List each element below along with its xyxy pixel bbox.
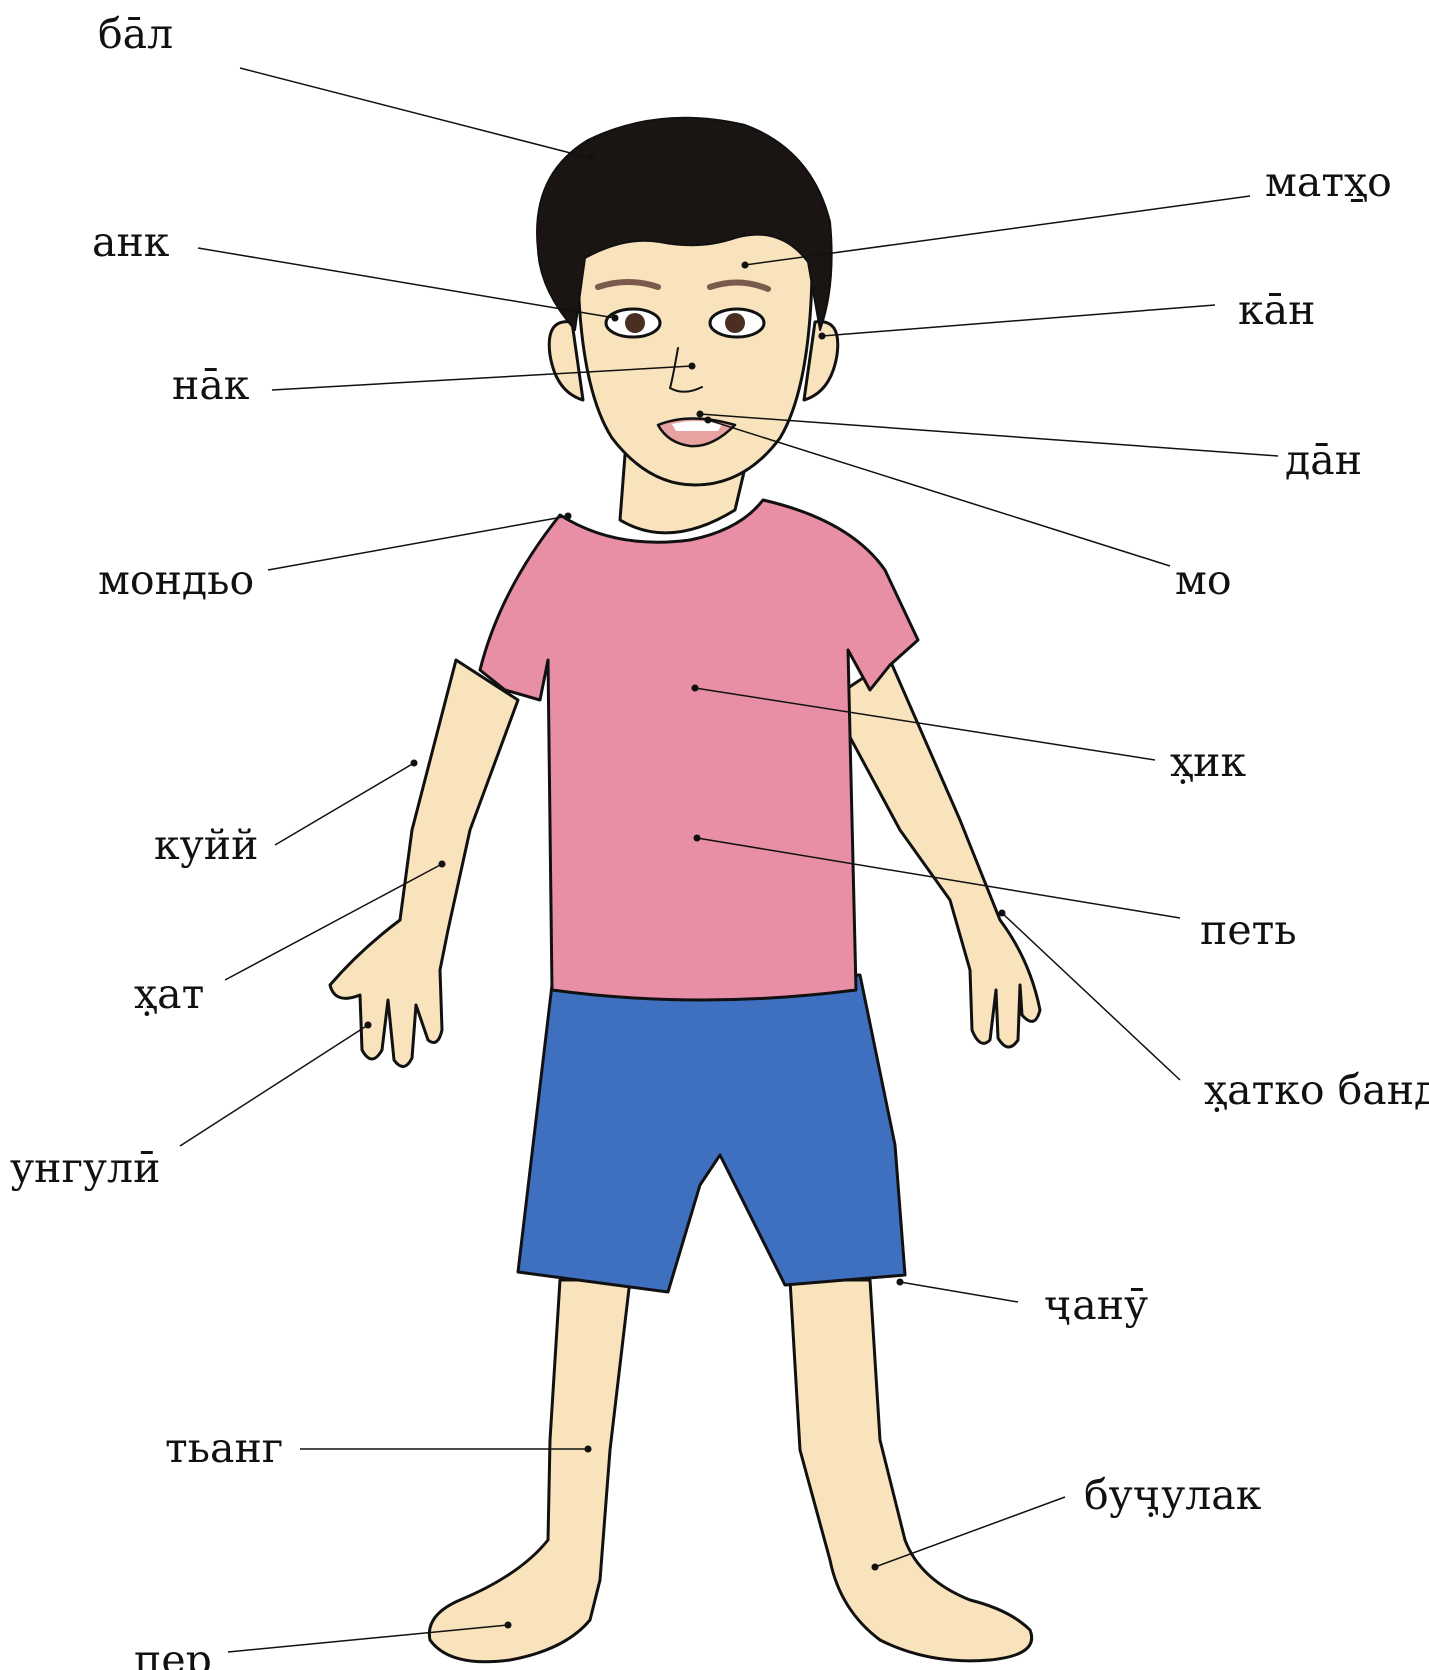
label-hair: ба̄л (98, 14, 173, 55)
dot-hand (439, 861, 445, 867)
dot-knee (897, 1279, 903, 1285)
label-teeth: да̄н (1285, 440, 1362, 481)
leader-teeth (700, 414, 1278, 456)
shirt (480, 500, 918, 1000)
shorts (518, 975, 905, 1292)
leader-ear (822, 305, 1215, 336)
dot-nose (689, 363, 695, 369)
left-arm (330, 660, 518, 1067)
label-knee: ҷанӯ (1044, 1285, 1148, 1326)
dot-ear (819, 333, 825, 339)
leader-upper-arm (275, 763, 414, 845)
dot-foot (505, 1622, 511, 1628)
dot-teeth (697, 411, 703, 417)
label-mouth: мо (1175, 560, 1232, 601)
label-leg: тьанг (165, 1428, 283, 1469)
leader-hair (240, 68, 590, 158)
leader-finger (180, 1025, 368, 1146)
left-ear (549, 322, 583, 400)
label-wrist: ҳ̣атко банд (1204, 1070, 1429, 1111)
dot-mouth (705, 417, 711, 423)
leader-neck (268, 516, 568, 570)
dot-eye (612, 315, 618, 321)
dot-ankle (872, 1564, 878, 1570)
dot-chest (692, 685, 698, 691)
label-upper-arm: куйй (154, 825, 258, 866)
label-foot: пер (134, 1640, 212, 1670)
label-neck: мондьо (98, 560, 254, 601)
label-ankle: буҷ̣улак (1084, 1475, 1261, 1516)
label-eye: анк (92, 222, 169, 263)
dot-belly (694, 835, 700, 841)
label-belly: петь (1200, 910, 1297, 951)
boy-figure (330, 118, 1040, 1662)
dot-finger (365, 1022, 371, 1028)
label-chest: ҳ̣ик (1170, 742, 1246, 783)
label-forehead: матҳ̱о (1265, 162, 1392, 203)
dot-leg (585, 1446, 591, 1452)
left-leg (429, 1280, 630, 1662)
right-pupil (725, 313, 745, 333)
dot-upper-arm (411, 760, 417, 766)
label-finger: унгулӣ (10, 1148, 160, 1189)
right-leg (790, 1280, 1032, 1661)
dot-forehead (742, 262, 748, 268)
left-pupil (625, 313, 645, 333)
dot-wrist (999, 910, 1005, 916)
dot-neck (565, 513, 571, 519)
label-hand: ҳ̣ат (134, 974, 204, 1015)
dot-hair (587, 155, 593, 161)
label-nose: на̄к (172, 365, 249, 406)
leader-knee (900, 1282, 1018, 1302)
label-ear: ка̄н (1238, 290, 1315, 331)
